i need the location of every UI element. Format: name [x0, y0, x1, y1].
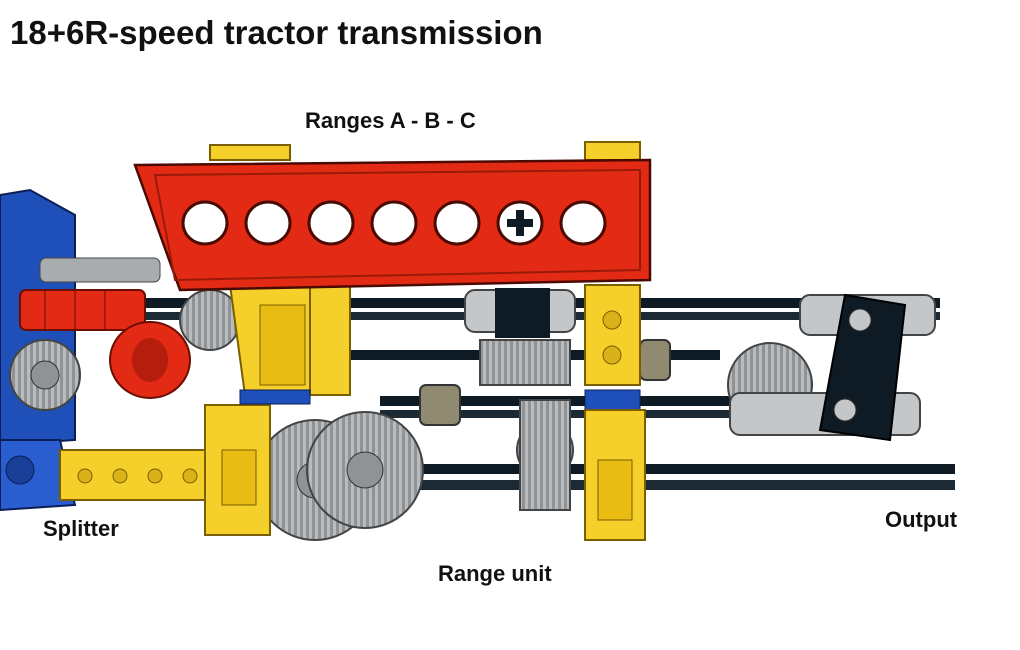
- splitter-beam: [59, 449, 231, 501]
- red-range-beam: [133, 158, 652, 292]
- red-couplers: [19, 289, 191, 399]
- black-link: [818, 293, 907, 442]
- ranges-label: Ranges A - B - C: [305, 108, 476, 133]
- range-unit-label: Range unit: [438, 561, 552, 586]
- output-label: Output: [885, 507, 958, 532]
- page-title: 18+6R-speed tractor transmission: [10, 14, 543, 51]
- splitter-label: Splitter: [43, 516, 119, 541]
- beam-holes: [181, 200, 607, 246]
- yellow-frames: [204, 141, 646, 541]
